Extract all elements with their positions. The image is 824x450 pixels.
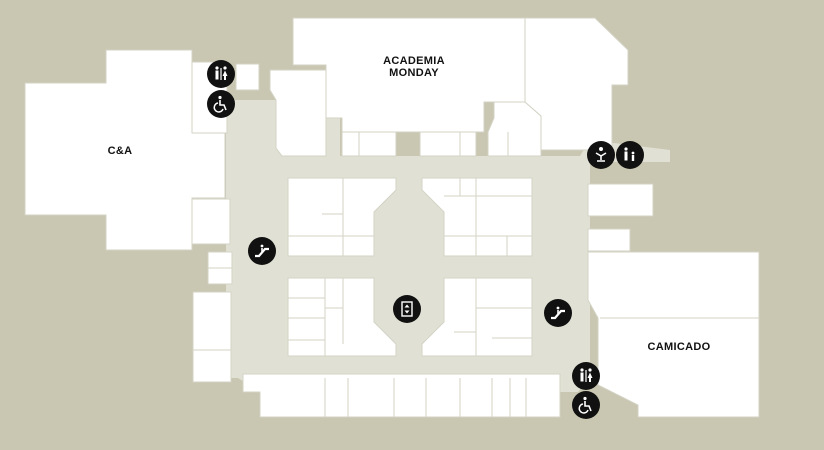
store-unit[interactable] bbox=[487, 101, 542, 157]
escalator-icon-glyph bbox=[551, 306, 565, 320]
family-restroom-icon-glyph bbox=[624, 147, 635, 161]
store-unit[interactable] bbox=[269, 69, 327, 157]
store-row-bottom[interactable] bbox=[242, 373, 561, 418]
store-unit[interactable] bbox=[419, 131, 477, 157]
store-unit[interactable] bbox=[341, 131, 397, 157]
restroom-icon-glyph bbox=[215, 66, 228, 80]
store-camicado[interactable] bbox=[587, 251, 760, 418]
store-ca[interactable] bbox=[24, 49, 226, 251]
escalator-icon-glyph bbox=[255, 244, 269, 258]
store-unit[interactable] bbox=[587, 228, 631, 252]
label-ca: C&A bbox=[107, 145, 133, 157]
accessibility-icon-glyph bbox=[213, 95, 227, 113]
island-bottom-right[interactable] bbox=[421, 277, 533, 357]
baby-changing-icon-glyph bbox=[595, 147, 607, 162]
store-unit[interactable] bbox=[192, 291, 232, 383]
escalator-icon[interactable] bbox=[248, 237, 276, 265]
label-camicado: CAMICADO bbox=[647, 341, 711, 353]
store-unit[interactable] bbox=[524, 17, 629, 151]
elevator-icon-glyph bbox=[401, 301, 413, 317]
elevator-icon[interactable] bbox=[393, 295, 421, 323]
restroom-icon[interactable] bbox=[207, 60, 235, 88]
restroom-icon-glyph bbox=[580, 368, 593, 382]
restroom-icon[interactable] bbox=[572, 362, 600, 390]
label-academia-monday: ACADEMIA MONDAY bbox=[383, 55, 445, 79]
store-unit[interactable] bbox=[235, 63, 260, 91]
accessibility-icon[interactable] bbox=[207, 90, 235, 118]
island-divider bbox=[288, 178, 532, 356]
store-unit[interactable] bbox=[191, 198, 231, 245]
escalator-icon[interactable] bbox=[544, 299, 572, 327]
store-unit[interactable] bbox=[587, 183, 654, 217]
family-restroom-icon[interactable] bbox=[616, 141, 644, 169]
accessibility-icon[interactable] bbox=[572, 391, 600, 419]
accessibility-icon-glyph bbox=[578, 396, 592, 414]
baby-changing-icon[interactable] bbox=[587, 141, 615, 169]
row-divider bbox=[193, 132, 759, 417]
